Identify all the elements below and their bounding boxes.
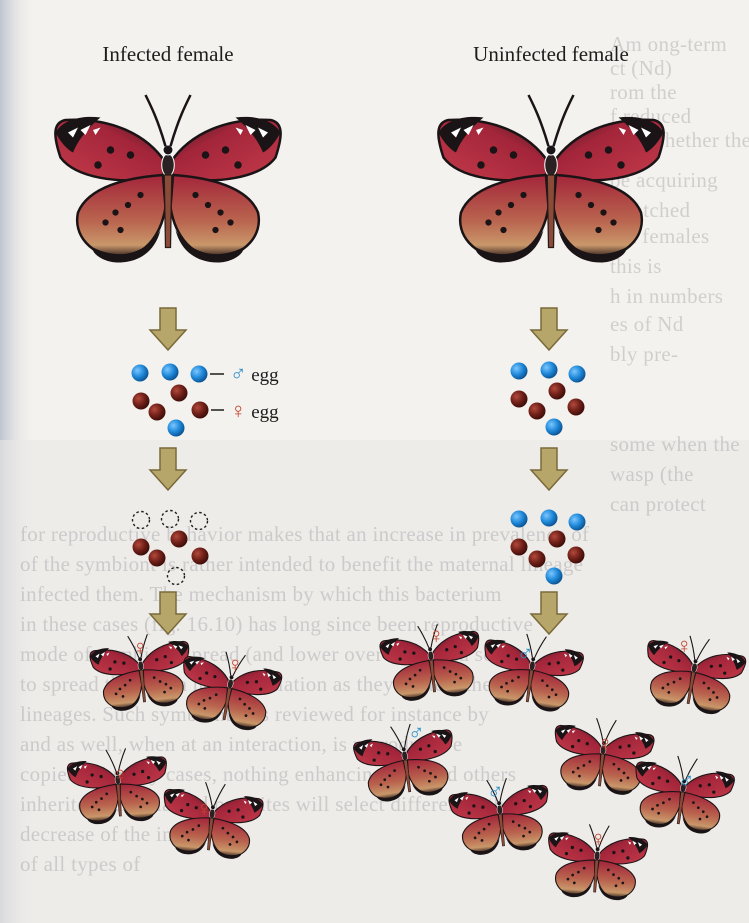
male-egg <box>132 365 149 382</box>
female-egg-label: egg <box>251 402 278 423</box>
uninfected-female-butterfly <box>438 95 663 263</box>
male-egg <box>546 568 563 585</box>
dead-male-egg <box>162 511 179 528</box>
male-symbol-icon: ♂ <box>408 720 425 746</box>
female-egg <box>511 391 528 408</box>
uninfected-offspring <box>351 620 748 902</box>
female-egg <box>149 550 166 567</box>
female-symbol-icon: ♀ <box>590 826 607 852</box>
arrow-down-icon <box>531 308 567 350</box>
female-symbol-icon: ♀ <box>112 762 129 788</box>
female-symbol-icon: ♀ <box>227 652 244 678</box>
female-egg <box>149 404 166 421</box>
female-egg <box>568 399 585 416</box>
female-symbol-icon: ♀ <box>196 796 213 822</box>
female-egg <box>171 531 188 548</box>
uninfected-egg-cluster-2 <box>511 510 586 585</box>
female-egg <box>192 402 209 419</box>
male-egg-label: egg <box>251 365 278 386</box>
male-egg <box>569 514 586 531</box>
infected-dead-egg-cluster <box>133 511 209 585</box>
female-egg <box>549 531 566 548</box>
arrow-down-icon <box>150 308 186 350</box>
female-symbol-icon: ♀ <box>428 623 445 649</box>
uninfected-egg-cluster <box>511 362 586 436</box>
female-egg <box>133 393 150 410</box>
male-egg <box>511 363 528 380</box>
arrow-down-icon <box>150 592 186 634</box>
female-egg <box>529 403 546 420</box>
female-egg <box>192 548 209 565</box>
male-egg <box>546 419 563 436</box>
dead-male-egg <box>168 568 185 585</box>
arrow-down-icon <box>150 448 186 490</box>
female-egg <box>171 385 188 402</box>
male-egg <box>191 366 208 383</box>
female-symbol-icon: ♀ <box>597 731 614 757</box>
arrow-down-icon <box>531 448 567 490</box>
dead-male-egg <box>191 513 208 530</box>
male-egg <box>511 511 528 528</box>
female-offspring-butterfly <box>638 629 748 719</box>
dead-male-egg <box>133 512 150 529</box>
male-egg <box>162 364 179 381</box>
male-egg <box>168 420 185 437</box>
infected-offspring <box>66 630 284 862</box>
female-egg <box>133 539 150 556</box>
male-symbol-icon: ♂ <box>230 361 247 386</box>
female-egg <box>549 383 566 400</box>
female-egg <box>511 539 528 556</box>
male-symbol-icon: ♂ <box>487 779 504 805</box>
female-symbol-icon: ♀ <box>132 635 149 661</box>
female-symbol-icon: ♀ <box>676 633 693 659</box>
female-egg <box>529 551 546 568</box>
male-symbol-icon: ♂ <box>678 768 695 794</box>
female-egg-legend: ♀ egg <box>230 398 279 424</box>
female-egg <box>568 547 585 564</box>
infected-egg-cluster <box>132 364 225 437</box>
male-egg <box>569 366 586 383</box>
female-symbol-icon: ♀ <box>230 398 247 423</box>
male-offspring-butterfly <box>351 718 459 805</box>
arrow-down-icon <box>531 592 567 634</box>
male-egg <box>541 510 558 527</box>
male-egg <box>541 362 558 379</box>
infected-female-butterfly <box>55 95 280 263</box>
male-symbol-icon: ♂ <box>517 641 534 667</box>
male-egg-legend: ♂ egg <box>230 361 279 387</box>
